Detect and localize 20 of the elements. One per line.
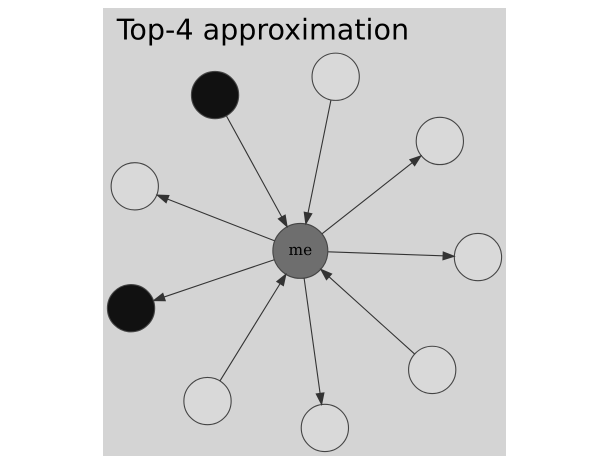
node-circle: me	[272, 222, 328, 279]
arrow	[226, 116, 288, 228]
node-circle	[415, 116, 464, 166]
node-circle	[311, 52, 360, 101]
node-circle	[190, 70, 239, 120]
arrow	[152, 259, 274, 302]
node-circle	[453, 232, 502, 282]
arrow	[319, 268, 414, 354]
node-circle	[106, 284, 155, 332]
node-circle	[182, 376, 232, 426]
node-circle	[408, 346, 456, 394]
arrow	[321, 154, 422, 234]
diagram-title: Top-4 approximation	[116, 12, 409, 47]
arrow	[303, 100, 331, 226]
arrow	[303, 278, 324, 406]
node-circle	[110, 162, 158, 210]
node-circle	[300, 404, 349, 452]
arrow	[328, 251, 456, 260]
arrow	[155, 194, 274, 242]
arrow	[219, 272, 286, 382]
